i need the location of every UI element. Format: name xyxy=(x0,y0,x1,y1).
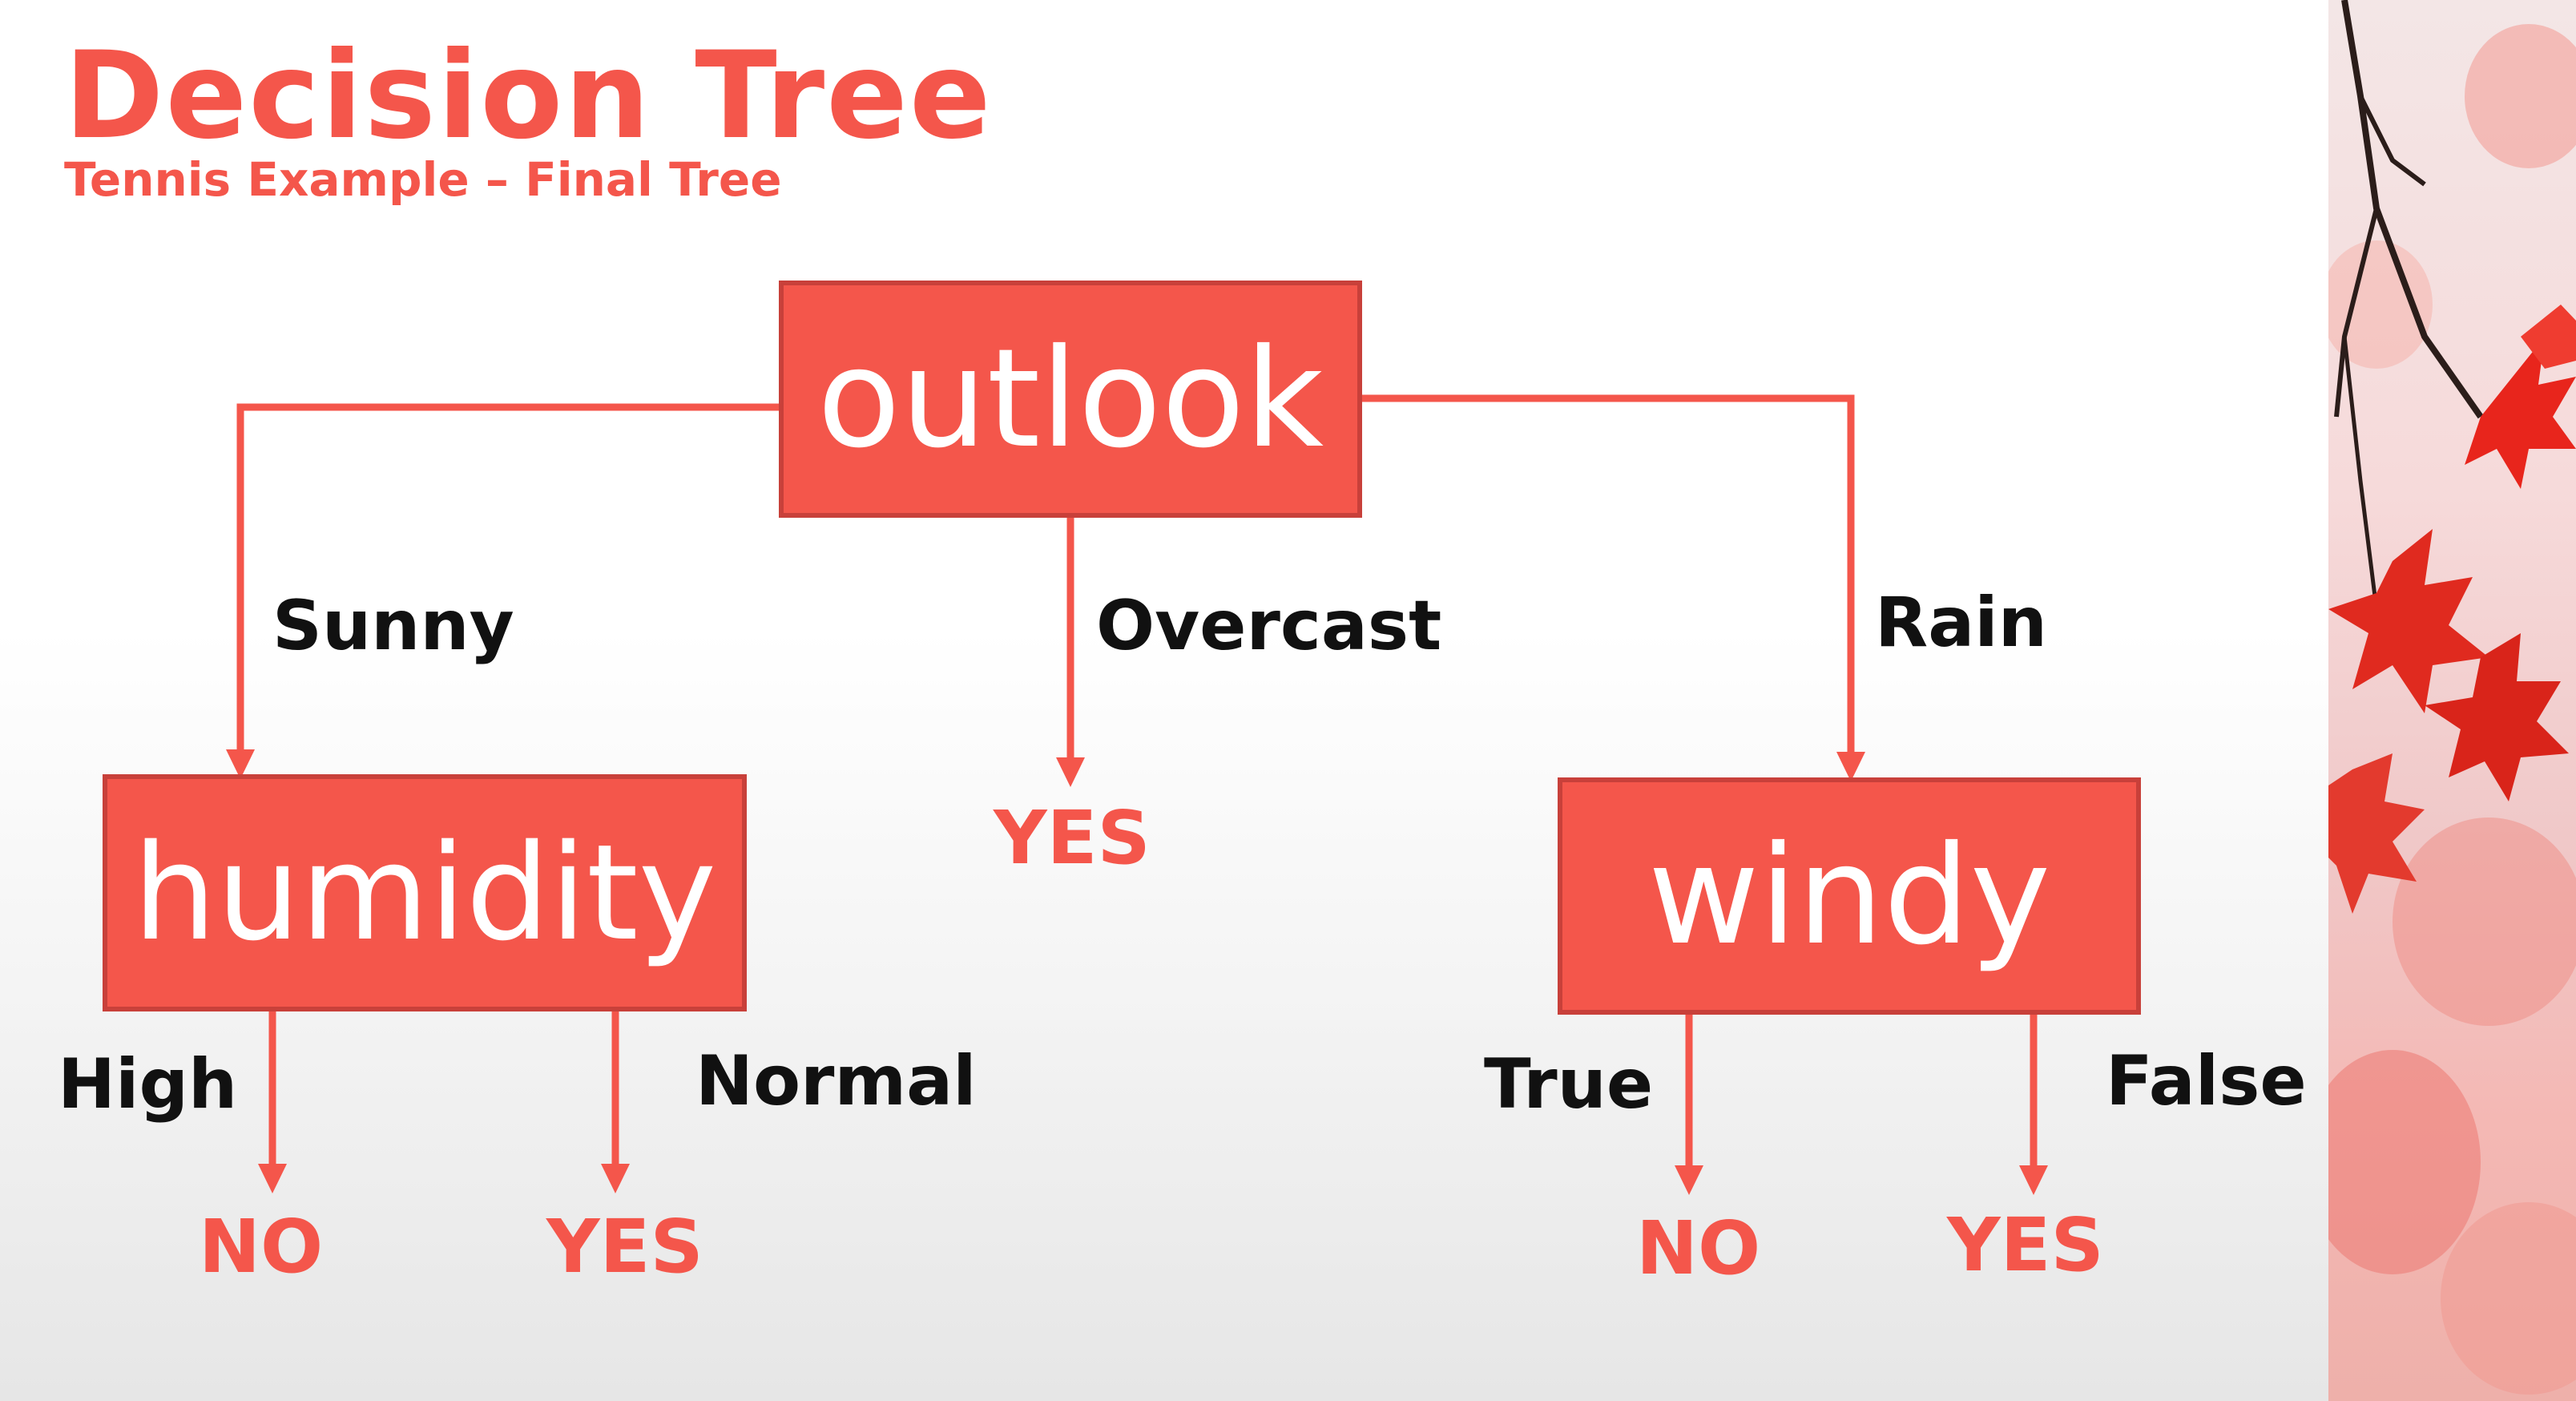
node-outlook: outlook xyxy=(779,281,1362,518)
leaf-true-no: NO xyxy=(1636,1205,1761,1291)
content-area xyxy=(0,0,2328,1401)
edge-label-sunny: Sunny xyxy=(272,586,514,666)
arrowhead-overcast xyxy=(1056,757,1085,787)
arrowhead-true xyxy=(1675,1165,1703,1195)
autumn-leaves-photo xyxy=(2328,0,2576,1401)
edge-label-normal: Normal xyxy=(695,1041,977,1121)
arrowhead-normal xyxy=(601,1164,630,1193)
page-subtitle: Tennis Example – Final Tree xyxy=(64,152,782,207)
edge-label-overcast: Overcast xyxy=(1096,586,1442,666)
edge-sunny xyxy=(236,403,779,753)
leaf-normal-yes: YES xyxy=(546,1204,703,1290)
edge-label-true: True xyxy=(1484,1044,1654,1124)
leaf-overcast-yes: YES xyxy=(994,795,1151,881)
leaf-high-no: NO xyxy=(199,1204,324,1290)
arrowhead-high xyxy=(258,1164,287,1193)
arrowhead-rain xyxy=(1836,752,1865,781)
edge-label-rain: Rain xyxy=(1875,583,2047,663)
leaf-false-yes: YES xyxy=(1947,1202,2104,1288)
arrowhead-sunny xyxy=(226,749,255,779)
edge-rain xyxy=(1362,394,1855,757)
arrowhead-false xyxy=(2019,1165,2048,1195)
tree-edges xyxy=(226,394,2048,1195)
edge-label-high: High xyxy=(58,1044,238,1124)
node-humidity: humidity xyxy=(103,774,747,1011)
node-windy: windy xyxy=(1558,777,2141,1015)
edge-label-false: False xyxy=(2106,1041,2307,1121)
page-title: Decision Tree xyxy=(64,26,993,166)
autumn-leaves-illustration xyxy=(2328,0,2576,1395)
